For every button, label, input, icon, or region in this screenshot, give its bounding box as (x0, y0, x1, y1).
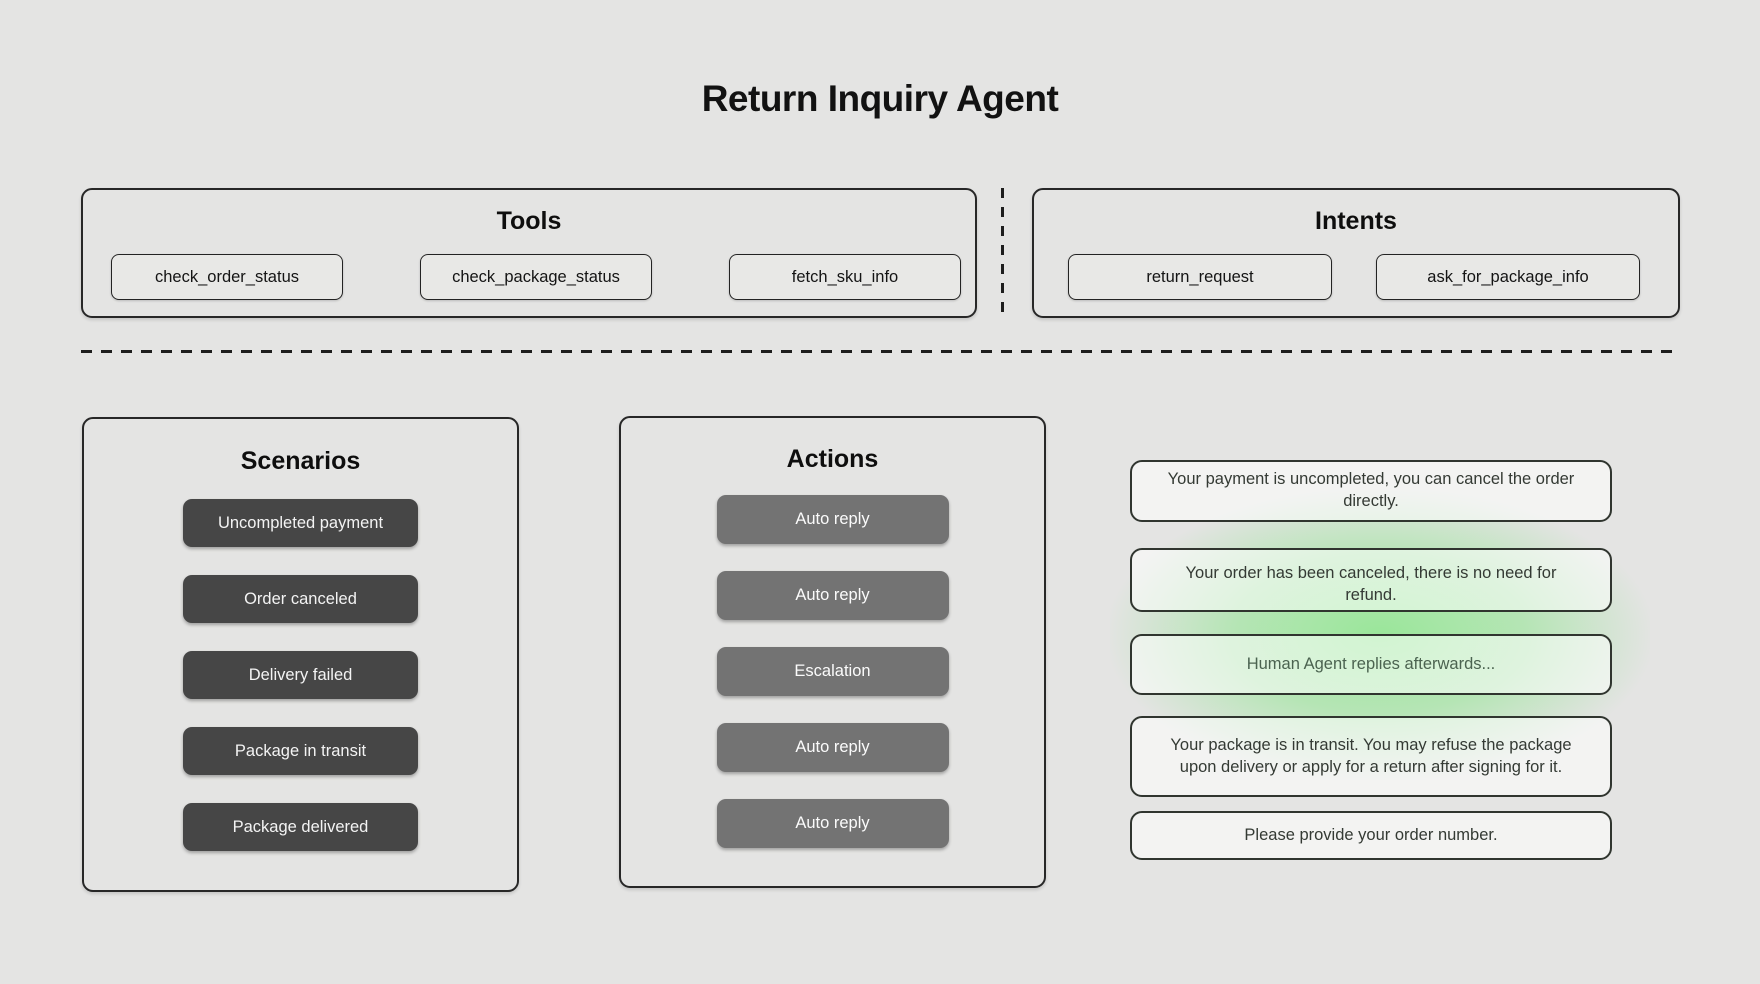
actions-button-column: Auto reply Auto reply Escalation Auto re… (621, 495, 1044, 848)
scenario-package-delivered[interactable]: Package delivered (183, 803, 418, 851)
scenario-delivery-failed[interactable]: Delivery failed (183, 651, 418, 699)
intent-ask-for-package-info[interactable]: ask_for_package_info (1376, 254, 1640, 300)
action-auto-reply-3[interactable]: Auto reply (716, 723, 949, 772)
intents-panel-title: Intents (1315, 207, 1397, 235)
scenarios-panel: Scenarios Uncompleted payment Order canc… (82, 417, 519, 892)
intent-return-request[interactable]: return_request (1068, 254, 1332, 300)
tools-button-row: check_order_status check_package_status … (111, 254, 961, 300)
tool-check-order-status[interactable]: check_order_status (111, 254, 343, 300)
scenario-package-in-transit[interactable]: Package in transit (183, 727, 418, 775)
actions-panel-title: Actions (786, 445, 879, 473)
intents-button-row: return_request ask_for_package_info (1068, 254, 1640, 300)
actions-panel: Actions Auto reply Auto reply Escalation… (619, 416, 1046, 888)
message-card-package-in-transit: Your package is in transit. You may refu… (1130, 716, 1612, 797)
scenarios-panel-title: Scenarios (240, 447, 361, 475)
action-auto-reply-2[interactable]: Auto reply (716, 571, 949, 620)
scenario-order-canceled[interactable]: Order canceled (183, 575, 418, 623)
tool-fetch-sku-info[interactable]: fetch_sku_info (729, 254, 961, 300)
tools-panel-title: Tools (496, 207, 562, 235)
message-card-order-canceled: Your order has been canceled, there is n… (1130, 548, 1612, 612)
scenarios-button-column: Uncompleted payment Order canceled Deliv… (84, 499, 517, 851)
message-card-order-number: Please provide your order number. (1130, 811, 1612, 860)
scenario-uncompleted-payment[interactable]: Uncompleted payment (183, 499, 418, 547)
action-auto-reply-1[interactable]: Auto reply (716, 495, 949, 544)
action-escalation[interactable]: Escalation (716, 647, 949, 696)
tool-check-package-status[interactable]: check_package_status (420, 254, 652, 300)
action-auto-reply-4[interactable]: Auto reply (716, 799, 949, 848)
tools-panel: Tools check_order_status check_package_s… (81, 188, 977, 318)
vertical-dashed-divider (1001, 188, 1004, 318)
message-card-payment-uncompleted: Your payment is uncompleted, you can can… (1130, 460, 1612, 522)
horizontal-dashed-divider (81, 350, 1680, 353)
intents-panel: Intents return_request ask_for_package_i… (1032, 188, 1680, 318)
messages-column: Your payment is uncompleted, you can can… (1110, 460, 1650, 860)
page-title: Return Inquiry Agent (701, 78, 1059, 119)
message-card-human-agent: Human Agent replies afterwards... (1130, 634, 1612, 695)
